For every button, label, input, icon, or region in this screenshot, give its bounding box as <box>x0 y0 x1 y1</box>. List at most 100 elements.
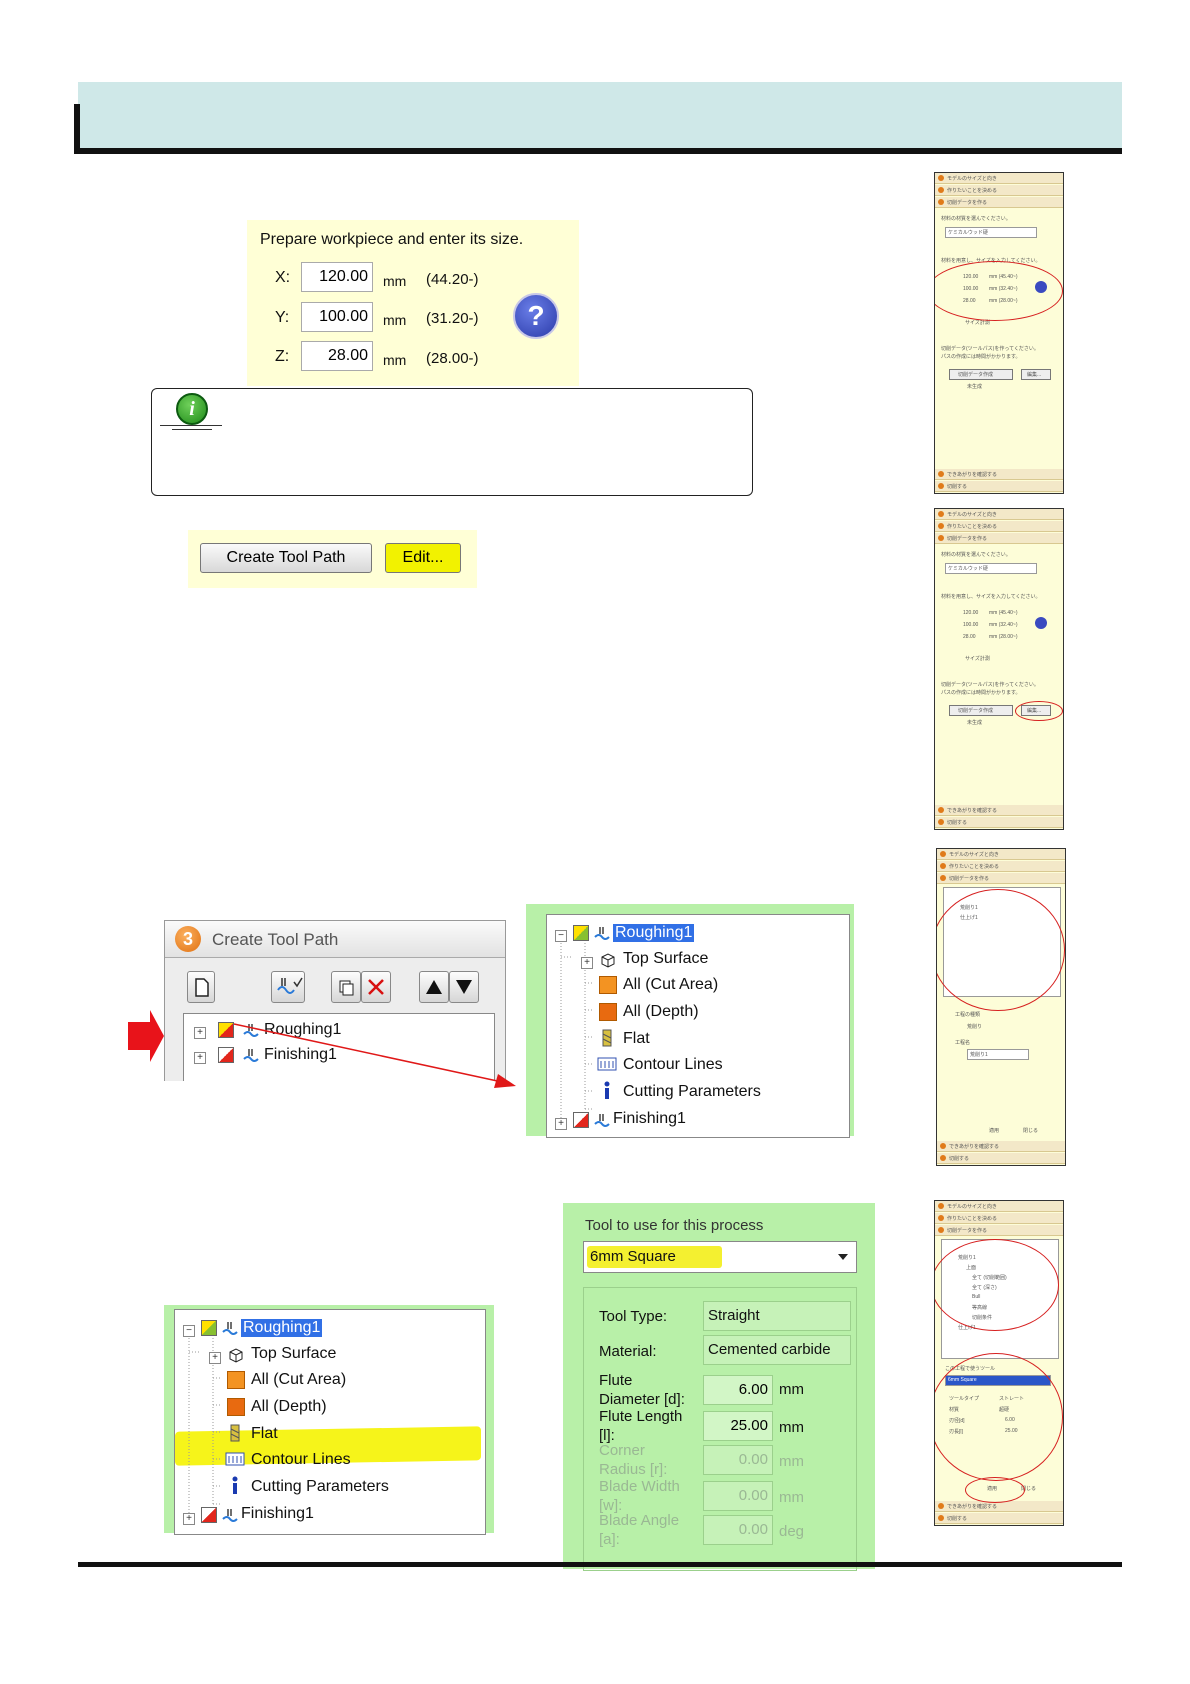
thumb-process-name-input: 荒削り1 <box>967 1049 1029 1060</box>
flat-tool-icon <box>602 1029 612 1047</box>
thumb-highlight-ring <box>935 1353 1063 1481</box>
thumb-footer-label: 切削する <box>947 484 968 490</box>
roughing-check-icon[interactable] <box>218 1022 234 1038</box>
thumb-material-select: ケミカルウッド硬 <box>945 227 1037 238</box>
new-process-button[interactable] <box>187 971 215 1003</box>
tree-item-all-depth[interactable]: All (Depth) <box>251 1398 327 1415</box>
thumb-tab-label: 切削データを作る <box>947 536 988 542</box>
blade-angle-input[interactable]: 0.00 <box>703 1515 773 1545</box>
contour-lines-icon <box>225 1452 245 1466</box>
thumb-create-button: 切削データ作成 <box>949 705 1013 716</box>
cube-icon <box>229 1348 243 1363</box>
tree-item-roughing-selected[interactable]: Roughing1 <box>613 924 695 942</box>
thumb-toolpath-prompt: 切削データ(ツールパス)を作ってください。 <box>941 346 1039 352</box>
tree-connector-lines <box>560 937 593 1125</box>
copy-button[interactable] <box>331 971 361 1003</box>
thumb-edit-button: 編集... <box>1021 369 1051 380</box>
cutting-params-icon <box>232 1476 238 1494</box>
tree-item-top-surface[interactable]: Top Surface <box>623 950 709 967</box>
tree-item-cutting-parameters[interactable]: Cutting Parameters <box>251 1478 389 1495</box>
x-axis-label: X: <box>275 269 291 286</box>
tree-item-finishing[interactable]: Finishing1 <box>241 1505 314 1522</box>
workpiece-size-panel: Prepare workpiece and enter its size. X:… <box>247 220 579 386</box>
thumb-footer-label: 切削する <box>949 1156 970 1162</box>
delete-button[interactable] <box>361 971 391 1003</box>
thumb-toolpath-note: パスの作成には時間がかかります。 <box>941 690 1021 696</box>
expand-top-surface-icon[interactable]: + <box>209 1352 221 1364</box>
y-axis-label: Y: <box>275 309 290 326</box>
thumb-footer-1: できあがりを確認する <box>935 469 1063 480</box>
finishing-check-icon[interactable] <box>218 1047 234 1063</box>
edit-button[interactable]: Edit... <box>385 543 461 573</box>
tree-item-finishing[interactable]: Finishing1 <box>264 1046 337 1063</box>
tree-item-all-depth[interactable]: All (Depth) <box>623 1003 699 1020</box>
generate-path-button[interactable] <box>271 971 305 1003</box>
collapse-roughing-icon[interactable]: − <box>555 930 567 942</box>
roughing-process-icon <box>594 927 610 940</box>
y-size-input[interactable]: 100.00 <box>301 302 373 332</box>
expand-finishing-icon[interactable]: + <box>555 1118 567 1130</box>
create-tool-path-panel: 3 Create Tool Path + Roughing1 + Finishi… <box>164 920 506 1081</box>
copy-icon <box>339 980 354 996</box>
blade-width-label: Blade Width [w]: <box>599 1478 680 1514</box>
finishing-check-icon[interactable] <box>201 1507 217 1523</box>
dropdown-arrow-icon[interactable] <box>838 1254 848 1260</box>
expanded-tree-panel: − Roughing1 + Top Surface All (Cut Area)… <box>526 904 854 1138</box>
thumb-process-type-value: 荒削り <box>967 1024 983 1030</box>
tool-select[interactable]: 6mm Square <box>583 1241 857 1273</box>
tree-item-contour-lines[interactable]: Contour Lines <box>251 1451 351 1468</box>
tree-item-roughing-selected[interactable]: Roughing1 <box>241 1319 323 1337</box>
finishing-process-icon <box>222 1509 238 1522</box>
thumb-tab-1: モデルのサイズと向き <box>935 509 1063 520</box>
thumb-size-button: サイズ計測 <box>965 320 990 326</box>
thumb-footer-1: できあがりを確認する <box>937 1141 1065 1152</box>
panel-title: Create Tool Path <box>212 930 339 949</box>
thumb-footer-2: 切削する <box>935 481 1063 492</box>
create-tool-path-button[interactable]: Create Tool Path <box>200 543 372 573</box>
tree-item-finishing[interactable]: Finishing1 <box>613 1110 686 1127</box>
roughing-check-icon[interactable] <box>573 925 589 941</box>
flute-diameter-input[interactable]: 6.00 <box>703 1375 773 1405</box>
help-icon[interactable]: ? <box>513 293 559 339</box>
z-axis-label: Z: <box>275 348 290 365</box>
tool-select-value: 6mm Square <box>590 1248 676 1265</box>
tree-item-all-cut-area[interactable]: All (Cut Area) <box>623 976 719 993</box>
move-down-button[interactable] <box>449 971 479 1003</box>
thumb-footer-label: 切削する <box>947 1516 968 1522</box>
blade-width-input[interactable]: 0.00 <box>703 1481 773 1511</box>
thumb-status: 未生成 <box>967 384 983 390</box>
cut-area-icon <box>599 976 617 994</box>
tree-connector-lines <box>188 1332 221 1520</box>
thumb-highlight-ring <box>937 889 1065 1011</box>
expand-finishing-icon[interactable]: + <box>183 1513 195 1525</box>
flute-length-input[interactable]: 25.00 <box>703 1411 773 1441</box>
tree-item-flat[interactable]: Flat <box>251 1425 278 1442</box>
corner-radius-label: Corner Radius [r]: <box>599 1442 668 1478</box>
expand-finishing-icon[interactable]: + <box>194 1052 206 1064</box>
tree-item-all-cut-area[interactable]: All (Cut Area) <box>251 1371 347 1388</box>
finishing-check-icon[interactable] <box>573 1112 589 1128</box>
expand-top-surface-icon[interactable]: + <box>581 957 593 969</box>
finishing-process-icon <box>243 1049 259 1062</box>
thumb-status: 未生成 <box>967 720 983 726</box>
tree-item-cutting-parameters[interactable]: Cutting Parameters <box>623 1083 761 1100</box>
tree-item-roughing[interactable]: Roughing1 <box>264 1021 342 1038</box>
thumb-footer-1: できあがりを確認する <box>935 805 1063 816</box>
x-size-input[interactable]: 120.00 <box>301 262 373 292</box>
blade-angle-label: Blade Angle [a]: <box>599 1512 680 1548</box>
expand-roughing-icon[interactable]: + <box>194 1027 206 1039</box>
x-unit: mm <box>383 273 407 289</box>
roughing-check-icon[interactable] <box>201 1320 217 1336</box>
step-number-badge: 3 <box>175 926 201 952</box>
z-size-input[interactable]: 28.00 <box>301 341 373 371</box>
thumb-material-select: ケミカルウッド硬 <box>945 563 1037 574</box>
move-up-button[interactable] <box>419 971 449 1003</box>
tree-item-flat[interactable]: Flat <box>623 1030 650 1047</box>
corner-radius-input[interactable]: 0.00 <box>703 1445 773 1475</box>
tree-item-top-surface[interactable]: Top Surface <box>251 1345 337 1362</box>
thumb-highlight-ring <box>935 261 1063 321</box>
thumb-size-prompt: 材料を用意し、サイズを入力してください。 <box>941 594 1041 600</box>
blade-width-unit: mm <box>779 1489 804 1506</box>
collapse-roughing-icon[interactable]: − <box>183 1325 195 1337</box>
tree-item-contour-lines[interactable]: Contour Lines <box>623 1056 723 1073</box>
